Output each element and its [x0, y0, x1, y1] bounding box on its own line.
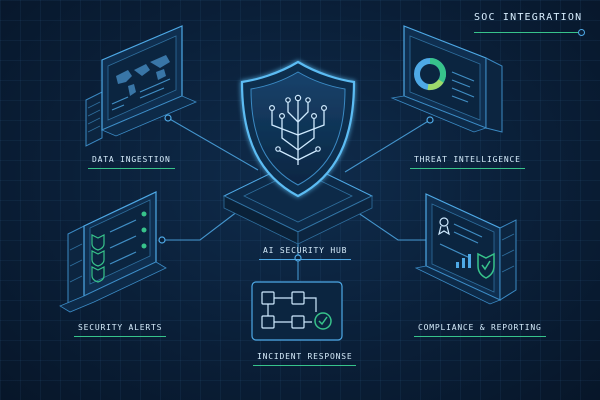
data-ingestion-monitor	[85, 25, 198, 147]
connector-threat-intelligence	[344, 119, 431, 173]
threat-intelligence-label: THREAT INTELLIGENCE	[410, 155, 525, 169]
compliance-reporting-label: COMPLIANCE & REPORTING	[414, 323, 546, 337]
shield-check-icons	[91, 234, 105, 283]
security-alerts-label: SECURITY ALERTS	[73, 323, 167, 337]
connector-compliance	[347, 205, 432, 241]
threat-intelligence-monitor	[390, 25, 503, 133]
hub-label: AI SECURITY HUB	[258, 246, 352, 260]
shield-check-icon	[477, 252, 495, 279]
incident-response-workflow	[251, 281, 343, 341]
check-circle-icon	[314, 312, 332, 330]
circuit-nodes	[269, 94, 328, 152]
incident-response-label: INCIDENT RESPONSE	[252, 352, 357, 366]
data-ingestion-label: DATA INGESTION	[88, 155, 175, 169]
connector-data-ingestion	[167, 117, 259, 171]
connector-security-alerts	[162, 204, 247, 241]
bar-chart-icon	[456, 254, 471, 268]
ribbon-icon	[438, 217, 450, 236]
compliance-reporting-monitor	[414, 193, 517, 305]
title-underline	[474, 32, 580, 33]
title-node	[578, 29, 585, 36]
connector-lines	[162, 117, 432, 280]
security-alerts-monitor	[59, 191, 167, 313]
page-title: SOC INTEGRATION	[474, 12, 583, 23]
world-map-icon	[116, 55, 170, 96]
donut-chart	[414, 57, 447, 91]
circuit-tree-icon	[271, 100, 325, 165]
